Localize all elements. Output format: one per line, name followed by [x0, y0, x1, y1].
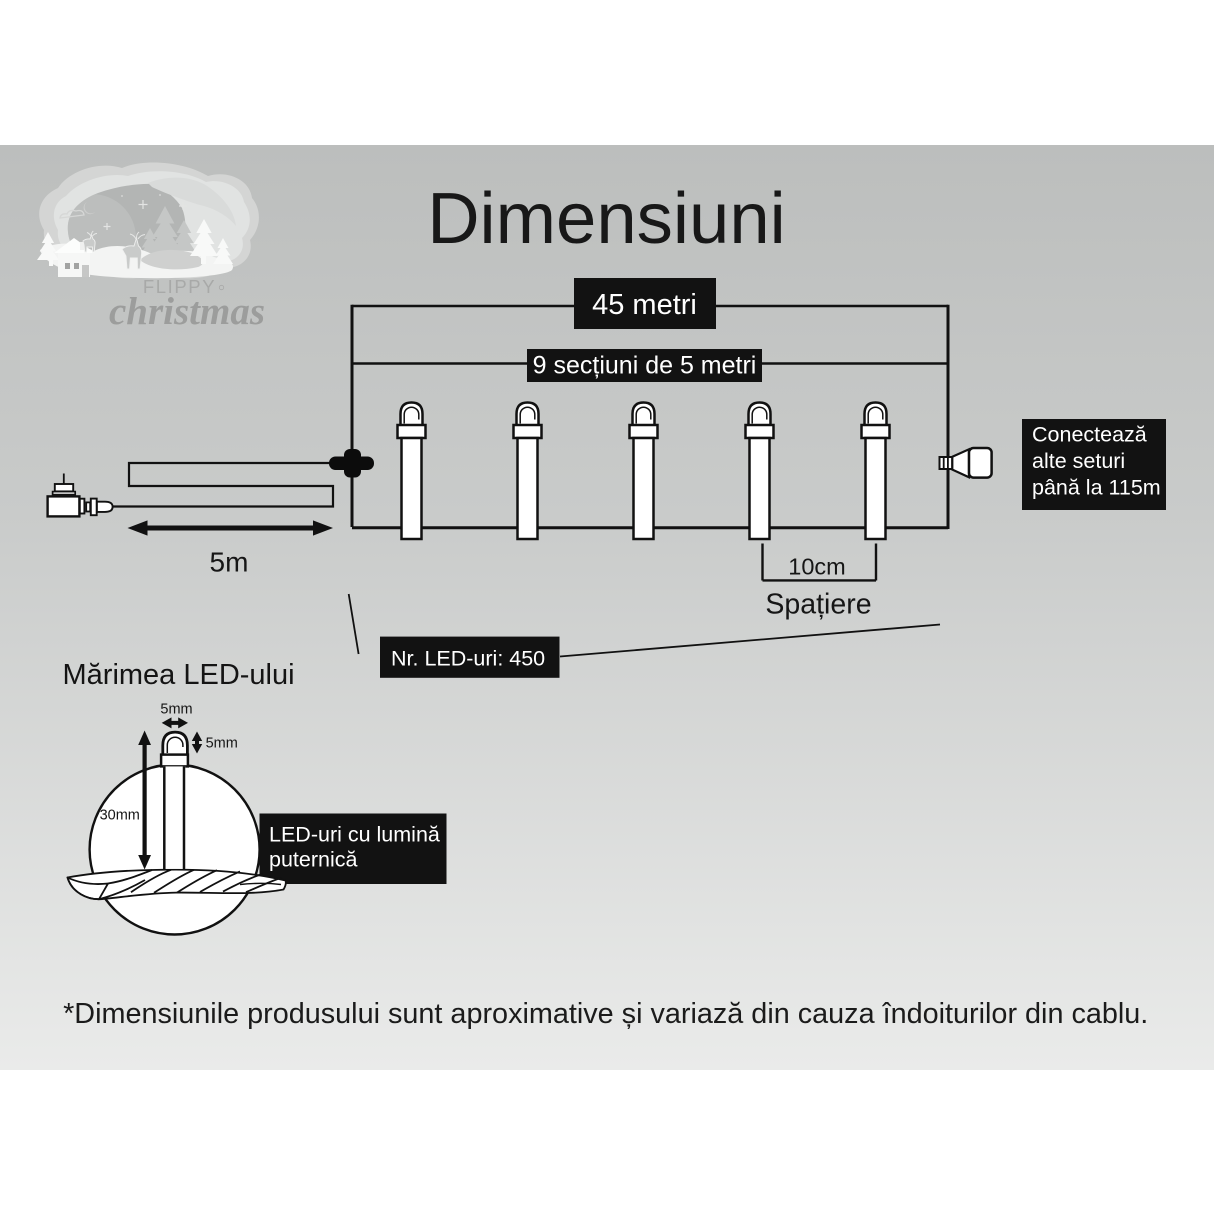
svg-text:christmas: christmas	[109, 290, 265, 333]
svg-text:9 secțiuni de 5 metri: 9 secțiuni de 5 metri	[533, 352, 757, 380]
svg-text:10cm: 10cm	[788, 554, 845, 580]
svg-text:Nr. LED-uri: 450: Nr. LED-uri: 450	[391, 647, 545, 671]
svg-text:30mm: 30mm	[100, 808, 140, 824]
svg-text:FLIPPY: FLIPPY	[143, 276, 216, 297]
svg-text:Dimensiuni: Dimensiuni	[427, 178, 786, 259]
svg-text:5m: 5m	[210, 547, 249, 578]
svg-text:LED-uri cu lumină: LED-uri cu lumină	[269, 823, 440, 847]
svg-text:5mm: 5mm	[160, 702, 192, 718]
svg-text:Mărimea LED-ului: Mărimea LED-ului	[63, 659, 295, 691]
svg-text:*Dimensiunile produsului sunt: *Dimensiunile produsului sunt aproximati…	[63, 998, 1148, 1030]
svg-text:5mm: 5mm	[206, 736, 238, 752]
svg-text:Spațiere: Spațiere	[765, 589, 871, 621]
svg-text:puternică: puternică	[269, 848, 357, 872]
svg-text:până la 115m: până la 115m	[1032, 476, 1161, 500]
svg-text:alte seturi: alte seturi	[1032, 449, 1125, 473]
svg-text:Conectează: Conectează	[1032, 423, 1147, 447]
svg-text:45 metri: 45 metri	[592, 289, 697, 321]
